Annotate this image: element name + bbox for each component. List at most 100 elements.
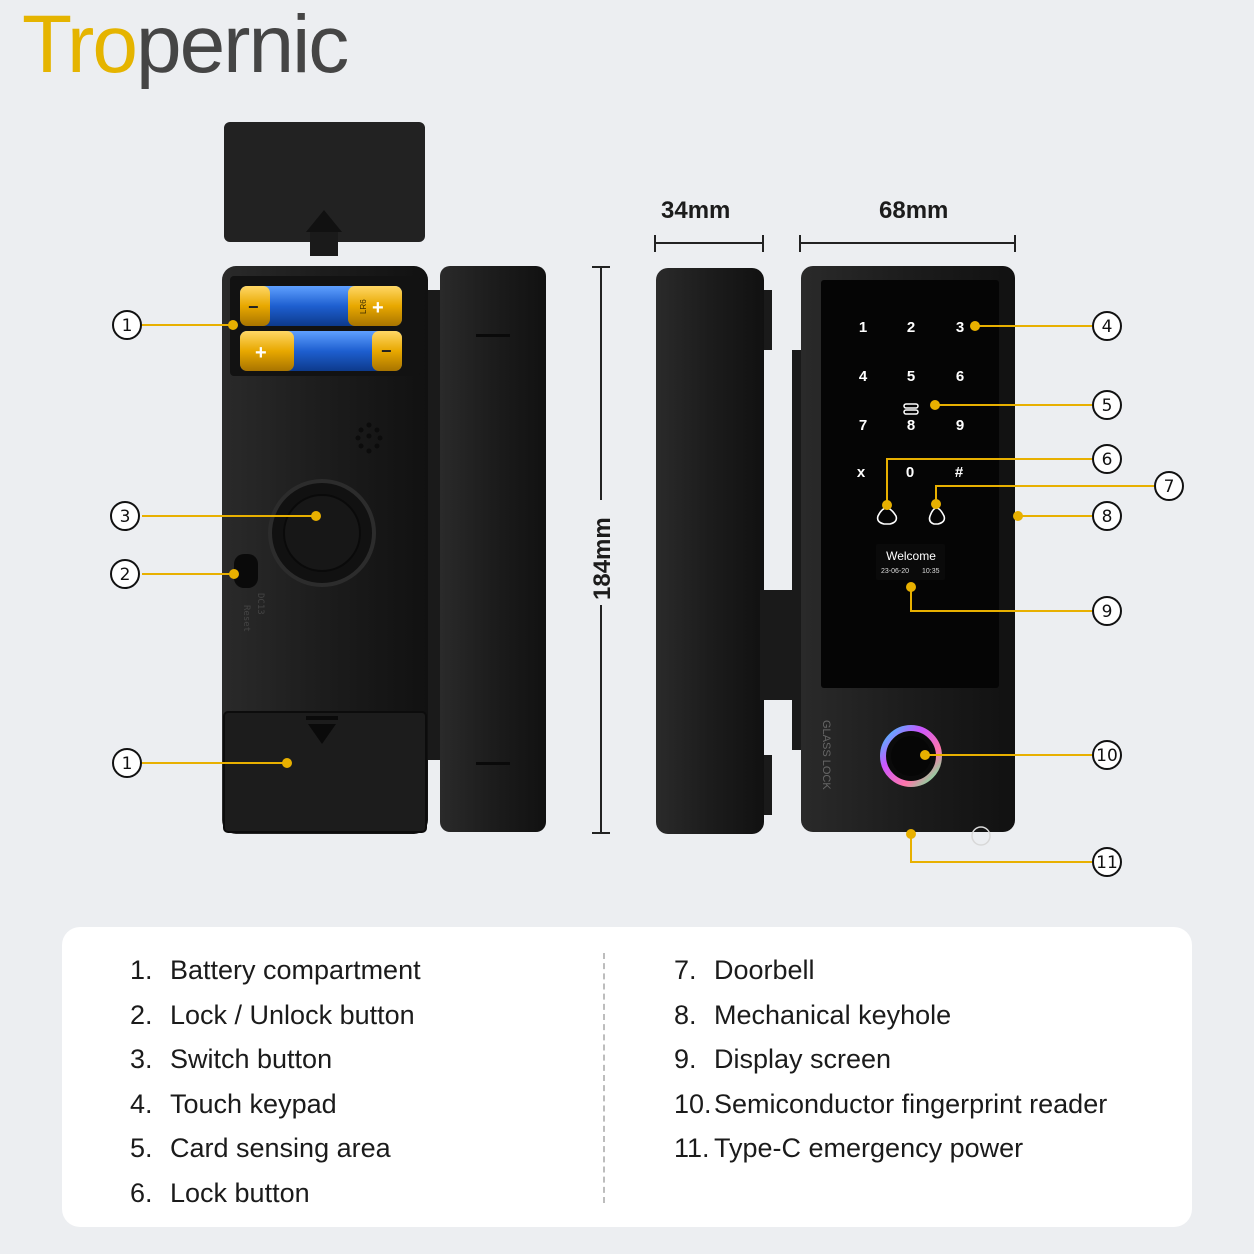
legend-text: Card sensing area [170, 1133, 391, 1163]
legend-number: 8. [674, 999, 697, 1030]
reset-label: Reset [241, 605, 251, 632]
lock-diagram: − + LR6 + − Reset DC13 [110, 122, 1184, 877]
key-1[interactable]: 1 [859, 319, 867, 336]
callout-10: 10 [1092, 740, 1122, 770]
legend-number: 3. [130, 1044, 153, 1074]
legend-item: 6. Lock button [130, 1178, 421, 1223]
touch-panel [821, 280, 999, 688]
legend-text: Semiconductor fingerprint reader [714, 1088, 1108, 1119]
legend-text: Switch button [170, 1044, 333, 1074]
legend-item: 5. Card sensing area [130, 1133, 421, 1178]
callout-6: 6 [1092, 444, 1122, 474]
side-view [656, 268, 772, 834]
svg-text:+: + [255, 342, 267, 364]
legend-text: Battery compartment [170, 955, 421, 985]
up-arrow-icon [306, 210, 342, 232]
thickness-label: 34mm [661, 197, 730, 224]
back-unit: − + LR6 + − Reset DC13 [222, 266, 428, 834]
legend-item: 8. Mechanical keyhole [674, 1000, 1107, 1045]
svg-text:9: 9 [1102, 602, 1113, 622]
legend-number: 1. [130, 955, 153, 985]
svg-text:7: 7 [1164, 477, 1175, 497]
glass-lock-label: GLASS LOCK [820, 720, 832, 790]
svg-text:2: 2 [120, 565, 131, 585]
key-hash[interactable]: # [955, 464, 964, 481]
battery-cover [224, 122, 425, 256]
svg-text:8: 8 [1102, 507, 1113, 527]
key-8[interactable]: 8 [907, 417, 915, 434]
touch-keypad: 1 2 3 4 5 6 7 8 9 x 0 # [857, 319, 964, 481]
legend-item: 3. Switch button [130, 1044, 421, 1089]
legend-item: 4. Touch keypad [130, 1089, 421, 1134]
lock-unlock-button [234, 554, 258, 588]
legend-item: 11.Type-C emergency power [674, 1133, 1107, 1178]
key-3[interactable]: 3 [956, 319, 964, 336]
legend-panel: 1. Battery compartment 2. Lock / Unlock bu… [62, 927, 1192, 1227]
strike-plate [428, 266, 546, 832]
callout-markers: 1 2 3 1 4 5 6 7 8 9 10 11 [110, 310, 1184, 877]
svg-text:−: − [381, 341, 392, 361]
callout-lines [142, 324, 1154, 863]
legend-divider [603, 953, 605, 1203]
svg-text:6: 6 [1102, 450, 1113, 470]
key-9[interactable]: 9 [956, 417, 964, 434]
display-time: 10:35 [922, 568, 940, 575]
legend-text: Type-C emergency power [714, 1133, 1024, 1163]
legend-right-column: 7. Doorbell 8. Mechanical keyhole 9. Displa… [674, 955, 1107, 1178]
legend-item: 2. Lock / Unlock button [130, 1000, 421, 1045]
callout-8: 8 [1092, 501, 1122, 531]
callout-4: 4 [1092, 311, 1122, 341]
legend-text: Lock / Unlock button [170, 999, 415, 1030]
height-dimension: 184mm [589, 266, 616, 834]
legend-text: Mechanical keyhole [714, 999, 952, 1030]
legend-number: 9. [674, 1044, 697, 1074]
dc-label: DC13 [255, 593, 265, 615]
legend-left-column: 1. Battery compartment 2. Lock / Unlock bu… [130, 955, 421, 1222]
legend-number: 7. [674, 955, 697, 985]
display-date: 23-06-20 [881, 568, 909, 575]
legend-item: 9. Display screen [674, 1044, 1107, 1089]
brand-logo-part1: Tro [22, 0, 138, 90]
key-x[interactable]: x [857, 464, 866, 481]
width-label: 68mm [879, 197, 948, 224]
legend-item: 7. Doorbell [674, 955, 1107, 1000]
legend-number: 5. [130, 1133, 153, 1163]
callout-9: 9 [1092, 596, 1122, 626]
height-label: 184mm [589, 517, 616, 600]
brand-logo-part2: pernic [135, 0, 349, 90]
key-4[interactable]: 4 [859, 368, 868, 385]
callout-1-bottom: 1 [112, 748, 142, 778]
key-2[interactable]: 2 [907, 319, 915, 336]
legend-text: Touch keypad [170, 1088, 337, 1119]
legend-number: 11. [674, 1133, 710, 1163]
battery-label: LR6 [359, 299, 368, 314]
battery-top: − + LR6 [240, 286, 402, 326]
thickness-dimension: 34mm [654, 197, 764, 252]
callout-dots [228, 320, 1023, 839]
legend-item: 10.Semiconductor fingerprint reader [674, 1089, 1107, 1134]
key-5[interactable]: 5 [907, 368, 915, 385]
legend-text: Lock button [170, 1177, 310, 1208]
legend-text: Display screen [714, 1044, 892, 1074]
key-7[interactable]: 7 [859, 417, 867, 434]
key-0[interactable]: 0 [906, 464, 914, 481]
svg-text:1: 1 [122, 316, 133, 336]
callout-3: 3 [110, 501, 140, 531]
brand-logo: Tropernic [22, 4, 349, 86]
callout-5: 5 [1092, 390, 1122, 420]
card-sensing-icon [903, 403, 919, 415]
legend-number: 2. [130, 999, 153, 1030]
down-arrow-icon [308, 724, 336, 744]
battery-bottom: + − [240, 331, 402, 371]
svg-text:3: 3 [120, 507, 131, 527]
svg-text:+: + [372, 297, 384, 319]
legend-number: 10. [674, 1088, 712, 1119]
legend-text: Doorbell [714, 955, 815, 985]
callout-2: 2 [110, 559, 140, 589]
legend-number: 6. [130, 1177, 153, 1208]
key-6[interactable]: 6 [956, 368, 964, 385]
svg-text:11: 11 [1096, 853, 1118, 873]
legend-number: 4. [130, 1088, 153, 1119]
display-screen [876, 544, 945, 580]
svg-text:−: − [248, 297, 259, 317]
